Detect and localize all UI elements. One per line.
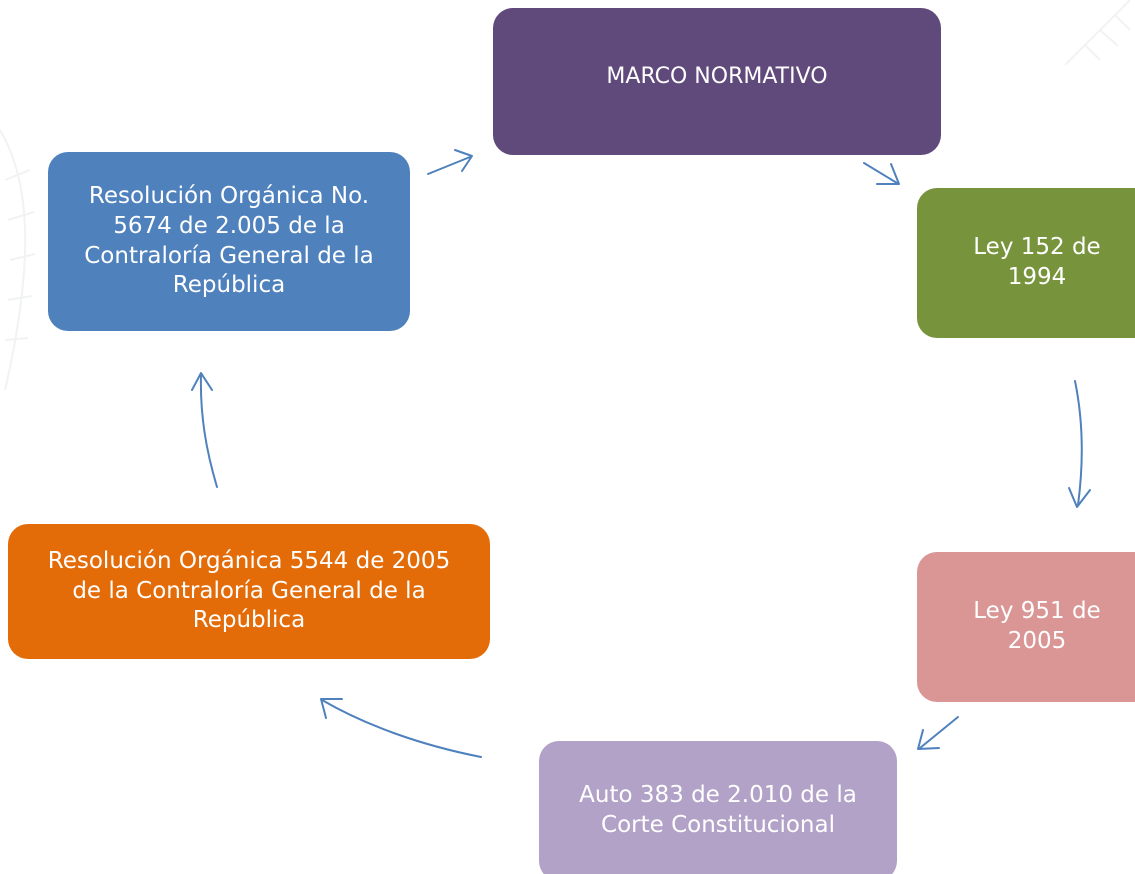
arrow-res5544-to-res5674	[199, 374, 218, 488]
arrowhead-ley152-to-ley951	[1068, 487, 1091, 508]
arrowhead-auto383-to-res5544	[320, 698, 343, 719]
arrow-marco-to-ley152	[863, 162, 898, 184]
node-ley-152: Ley 152 de 1994	[917, 188, 1135, 338]
arrow-auto383-to-res5544	[321, 699, 482, 758]
arrowhead-marco-to-ley152	[876, 163, 900, 185]
arrowhead-ley951-to-auto383	[917, 729, 940, 750]
arrowhead-res5674-to-marco	[454, 149, 473, 172]
node-auto-383: Auto 383 de 2.010 de la Corte Constituci…	[539, 741, 897, 874]
node-resolucion-5544: Resolución Orgánica 5544 de 2005 de la C…	[8, 524, 490, 659]
arrow-res5674-to-marco	[427, 156, 471, 175]
palm-leaf-decoration-right	[1064, 0, 1131, 66]
arrow-ley152-to-ley951	[1074, 380, 1083, 506]
palm-leaf-decoration-left	[0, 129, 36, 391]
node-resolucion-5674: Resolución Orgánica No. 5674 de 2.005 de…	[48, 152, 410, 331]
arrow-ley951-to-auto383	[919, 716, 959, 749]
node-ley-951: Ley 951 de 2005	[917, 552, 1135, 702]
node-marco-normativo: MARCO NORMATIVO	[493, 8, 941, 155]
arrowhead-res5544-to-res5674	[191, 372, 213, 391]
